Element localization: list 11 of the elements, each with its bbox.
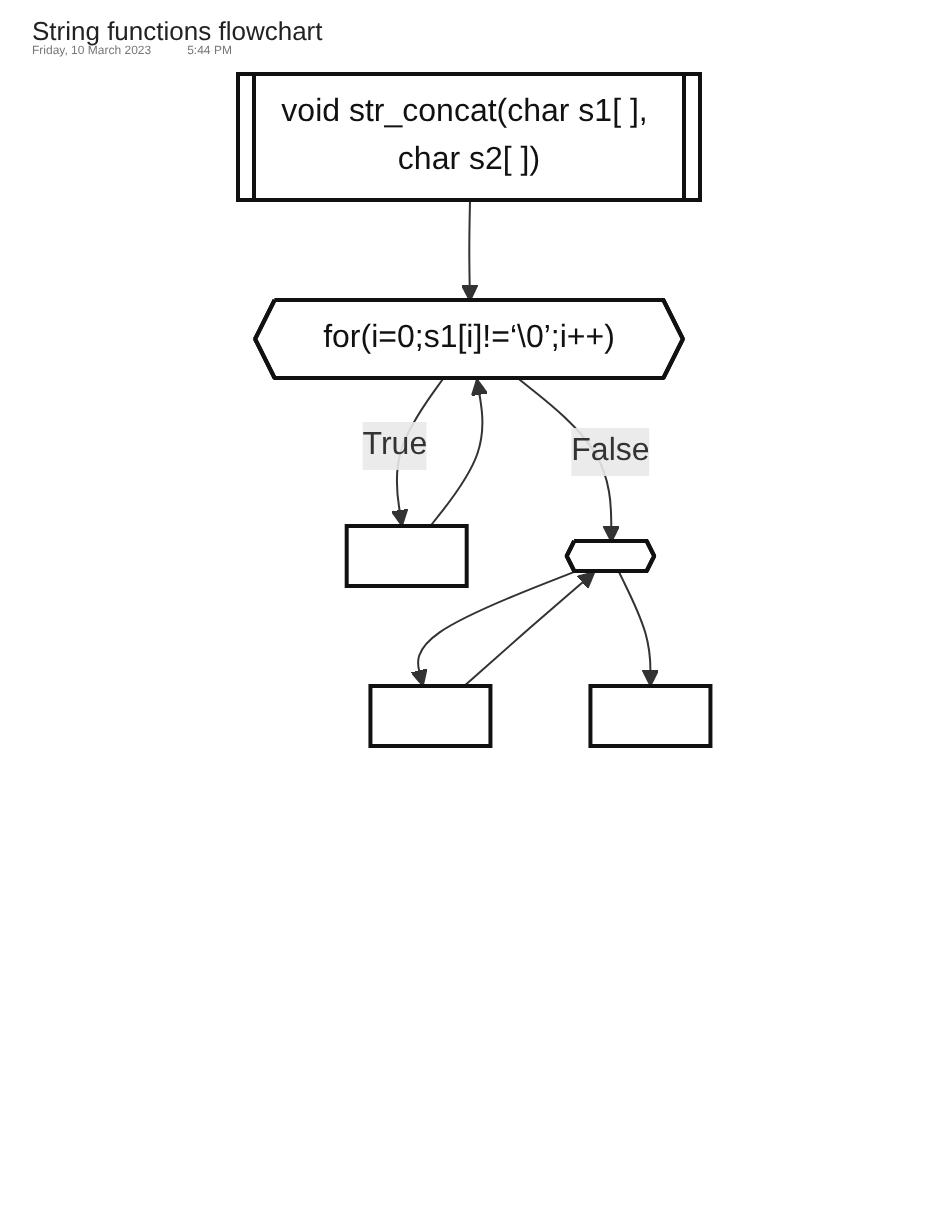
arrow (410, 570, 576, 687)
arrow (460, 200, 479, 302)
edge-label: True (362, 427, 427, 462)
arrow (617, 571, 659, 687)
edge-label: False (571, 434, 650, 468)
node-box (588, 684, 713, 748)
arrow (462, 571, 596, 687)
node-box (344, 524, 469, 588)
arrow (429, 378, 488, 527)
page-title: String functions flowchart (32, 16, 325, 46)
node-box (368, 684, 493, 748)
